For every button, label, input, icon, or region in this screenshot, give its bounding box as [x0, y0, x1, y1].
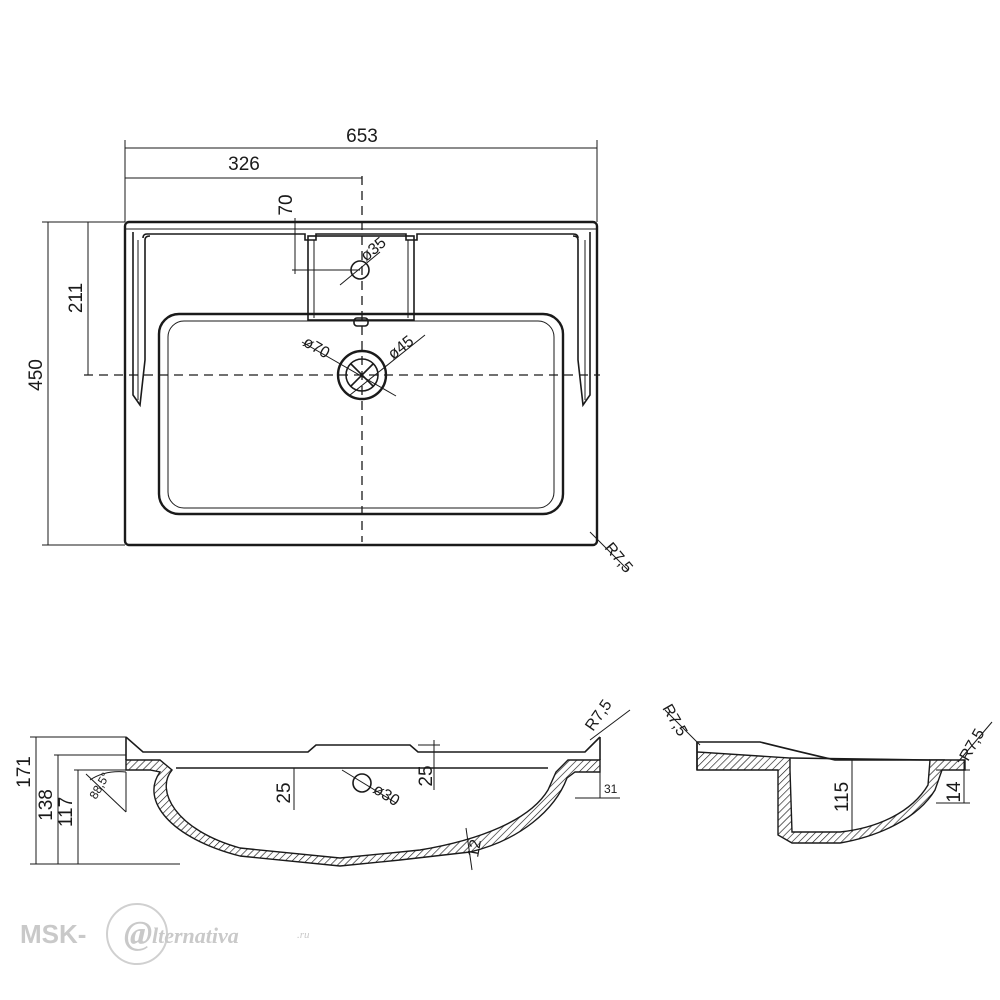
- dim-angle: 88,5°: [86, 770, 112, 802]
- dim-front-radius: R7,5: [582, 697, 615, 735]
- dim-bowl-depth: 115: [832, 782, 853, 812]
- front-section: ø30 25 25 R7,5 31 12 171 138 117: [14, 697, 631, 871]
- dim-edge-31: 31: [604, 782, 618, 796]
- basin-outline: [123, 220, 599, 547]
- dim-overflow-diameter: ø30: [370, 781, 402, 810]
- dim-total-height: 171: [14, 756, 35, 788]
- dim-half-width: 326: [228, 154, 260, 175]
- svg-text:.ru: .ru: [297, 929, 310, 941]
- dim-overall-width: 653: [346, 126, 378, 147]
- dim-tap-offset: 70: [276, 194, 297, 215]
- dim-wall-thickness: 12: [465, 838, 485, 859]
- dim-corner-radius: R7,5: [601, 540, 636, 577]
- watermark-logo: MSK- @ lternativa .ru: [20, 903, 310, 965]
- basin-deck: [142, 233, 579, 241]
- dim-height-117: 117: [56, 797, 77, 827]
- svg-text:@: @: [124, 915, 152, 952]
- dim-recess-left: 25: [274, 782, 295, 803]
- bowl-outline: [157, 312, 565, 516]
- basin-wall-section: [125, 759, 601, 867]
- dim-recess-right: 25: [416, 765, 437, 786]
- svg-text:MSK-: MSK-: [20, 919, 86, 949]
- overflow-hole: [352, 773, 372, 793]
- dim-rim-14: 14: [944, 781, 965, 803]
- dim-drain-outer: ø70: [300, 334, 332, 363]
- tap-recess: [307, 235, 415, 321]
- side-section: 115 14 R7,5 R7,5: [659, 702, 993, 844]
- dim-overall-depth: 450: [26, 359, 47, 391]
- top-view: 653 326 70 ø35 ø70 ø45 450 211 R7,5: [26, 126, 636, 577]
- dim-drain-inner: ø45: [385, 333, 417, 363]
- dim-height-138: 138: [36, 789, 57, 821]
- side-wall-section: [696, 742, 966, 844]
- dim-drain-offset: 211: [66, 283, 87, 313]
- svg-text:lternativa: lternativa: [152, 923, 239, 948]
- dim-side-radius-left: R7,5: [659, 702, 691, 740]
